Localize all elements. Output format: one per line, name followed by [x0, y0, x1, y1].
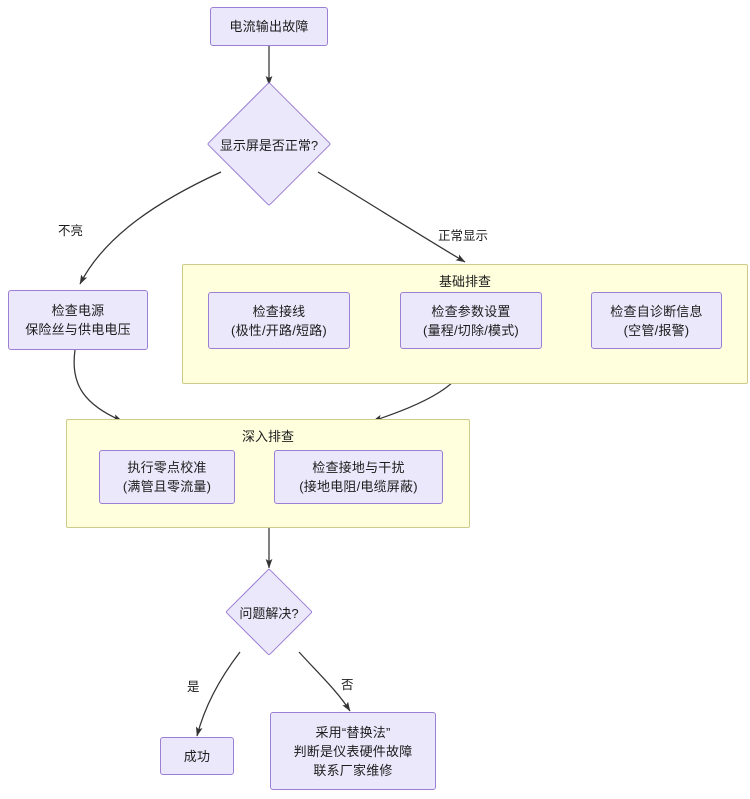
- node-zero-calibration-label: 执行零点校准 (满管且零流量): [122, 460, 212, 494]
- node-replace-method[interactable]: 采用“替换法” 判断是仪表硬件故障 联系厂家维修: [270, 712, 436, 790]
- node-display-check-label: 显示屏是否正常?: [219, 137, 319, 153]
- node-ground-check[interactable]: 检查接地与干扰 (接地电阻/电缆屏蔽): [274, 450, 443, 504]
- edge-display-to-basic: [317, 171, 466, 263]
- node-success[interactable]: 成功: [160, 737, 234, 775]
- node-ground-check-label: 检查接地与干扰 (接地电阻/电缆屏蔽): [299, 460, 418, 494]
- edge-label-no: 否: [340, 677, 355, 693]
- node-resolved-check[interactable]: 问题解决?: [211, 568, 327, 656]
- node-start[interactable]: 电流输出故障: [210, 7, 328, 46]
- cluster-basic-title: 基础排查: [438, 274, 491, 289]
- edge-resolved-to-success: [195, 651, 241, 737]
- node-selfdiag-check-label: 检查自诊断信息 (空管/报警): [610, 303, 703, 338]
- cluster-deep-title: 深入排查: [241, 429, 294, 444]
- node-zero-calibration[interactable]: 执行零点校准 (满管且零流量): [99, 450, 235, 504]
- edge-label-yes: 是: [186, 679, 201, 695]
- node-power-check[interactable]: 检查电源 保险丝与供电电压: [8, 290, 148, 350]
- edge-label-normal-display: 正常显示: [437, 228, 490, 244]
- node-wiring-check-label: 检查接线 (极性/开路/短路): [231, 303, 327, 338]
- node-resolved-check-label: 问题解决?: [239, 605, 299, 621]
- edge-label-not-lit: 不亮: [57, 223, 85, 239]
- edge-power-to-deep: [73, 349, 123, 422]
- node-success-label: 成功: [183, 748, 211, 764]
- node-display-check[interactable]: 显示屏是否正常?: [203, 81, 335, 207]
- node-power-check-label: 检查电源 保险丝与供电电压: [25, 303, 131, 337]
- node-start-label: 电流输出故障: [229, 19, 309, 34]
- node-param-check-label: 检查参数设置 (量程/切除/模式): [423, 303, 519, 338]
- node-replace-method-label: 采用“替换法” 判断是仪表硬件故障 联系厂家维修: [293, 724, 413, 778]
- node-wiring-check[interactable]: 检查接线 (极性/开路/短路): [208, 292, 350, 349]
- node-selfdiag-check[interactable]: 检查自诊断信息 (空管/报警): [591, 292, 722, 349]
- node-param-check[interactable]: 检查参数设置 (量程/切除/模式): [400, 292, 542, 349]
